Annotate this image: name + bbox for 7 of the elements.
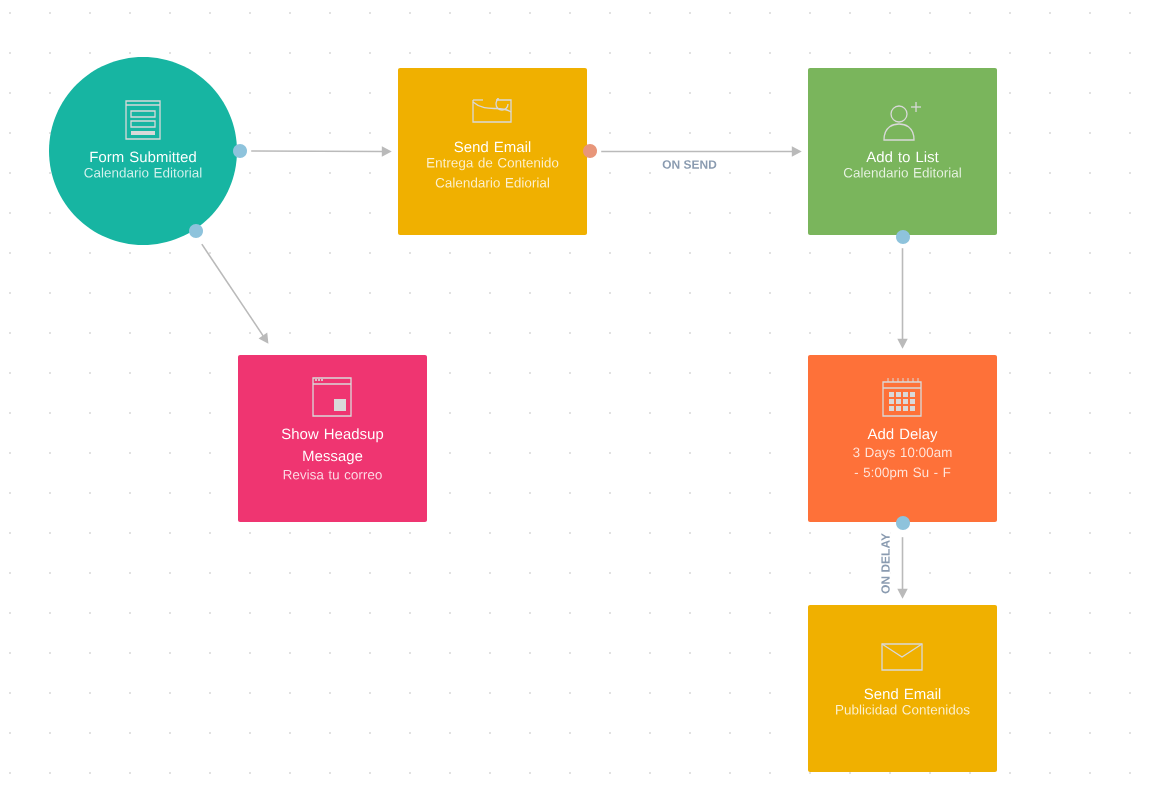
action-box: Add to List Calendario Editorial xyxy=(808,68,997,235)
edge-label: ON DELAY xyxy=(880,532,891,595)
action-box: Send Email Publicidad Contenidos xyxy=(808,605,997,772)
edge-label: ON SEND xyxy=(661,159,718,170)
action-box: Add Delay 3 Days 10:00am - 5:00pm Su - F xyxy=(808,355,997,522)
action-box: Show Headsup Message Revisa tu correo xyxy=(238,355,427,522)
action-box: Send Email Entrega de Contenido Calendario Ediorial xyxy=(398,68,587,235)
